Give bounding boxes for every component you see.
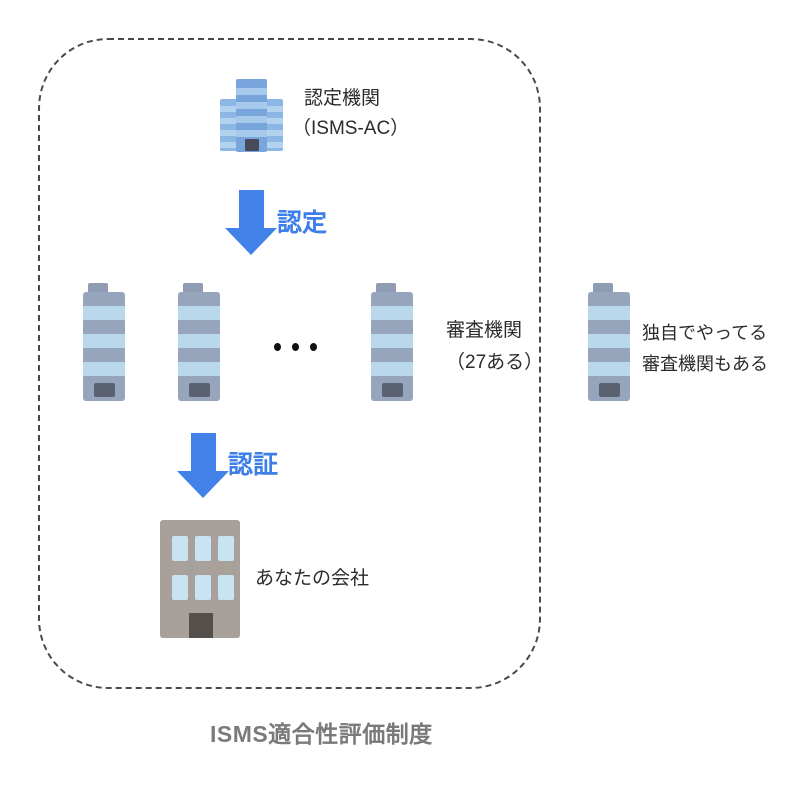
accreditation-arrow-label: 認定 xyxy=(277,209,328,237)
independent-audit-body-label: 独自でやってる 審査機関もある xyxy=(642,318,768,380)
audit-body-building-icon-2 xyxy=(178,283,220,401)
independent-audit-body-label-line2: 審査機関もある xyxy=(642,354,768,374)
system-boundary-box xyxy=(38,38,541,689)
certification-arrow-label: 認証 xyxy=(228,451,279,479)
audit-bodies-label: 審査機関 （27ある） xyxy=(446,315,543,379)
audit-body-building-icon-1 xyxy=(83,283,125,401)
accreditation-arrow-icon xyxy=(225,190,277,255)
independent-audit-body-label-line1: 独自でやってる xyxy=(642,323,768,343)
accreditation-body-building-icon xyxy=(220,79,283,152)
ellipsis-dots-icon xyxy=(274,343,317,351)
certification-arrow-icon xyxy=(177,433,229,498)
accreditation-body-label: 認定機関 （ISMS-AC） xyxy=(292,84,409,144)
accreditation-body-label-line1: 認定機関 xyxy=(304,88,381,109)
audit-bodies-label-line2: （27ある） xyxy=(446,352,544,373)
independent-audit-body-building-icon xyxy=(588,283,630,401)
diagram-title: ISMS適合性評価制度 xyxy=(210,721,433,747)
your-company-label: あなたの会社 xyxy=(255,568,370,589)
your-company-building-icon xyxy=(160,520,240,638)
audit-bodies-label-line1: 審査機関 xyxy=(446,320,523,341)
audit-body-building-icon-3 xyxy=(371,283,413,401)
accreditation-body-label-line2: （ISMS-AC） xyxy=(292,118,410,139)
